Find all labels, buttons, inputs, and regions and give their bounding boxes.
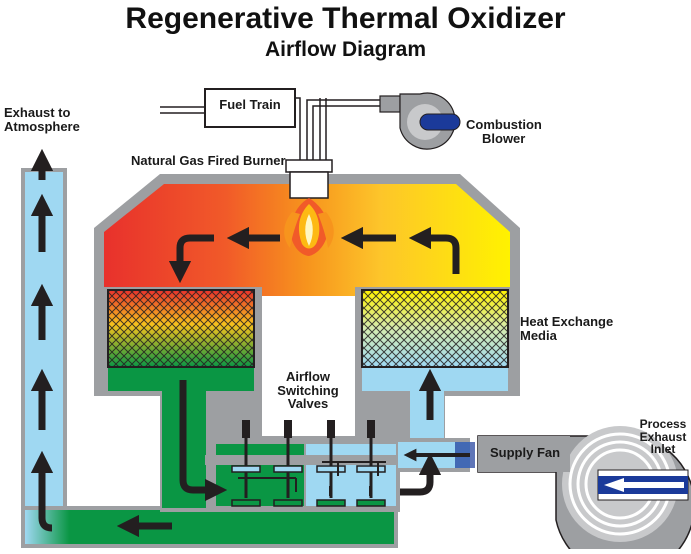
burner-flame-icon [284, 198, 334, 256]
inlet-label-line3: Inlet [650, 442, 676, 457]
inlet-label-line1: Process [639, 417, 687, 431]
valves-label-line3: Valves [287, 396, 329, 412]
burner-housing [285, 159, 333, 199]
valves-label: Airflow Switching Valves [266, 370, 350, 411]
bottom-duct [21, 506, 398, 548]
diagram-subtitle: Airflow Diagram [264, 38, 427, 61]
heat-exchange-media-left [107, 289, 255, 368]
exhaust-label: Exhaust to Atmosphere [4, 106, 80, 133]
valves-label-line2: Switching [277, 382, 339, 398]
fuel-piping [160, 97, 400, 160]
fuel-train-box [204, 88, 296, 128]
combustion-blower-icon [379, 92, 461, 150]
media-label-line2: Media [520, 327, 557, 343]
valves-label-line1: Airflow [285, 369, 331, 384]
flow-arrows [30, 148, 470, 538]
fuel-train-label: Fuel Train [219, 97, 281, 112]
inlet-label-line2: Exhaust [639, 429, 687, 444]
process-inlet-label: Process Exhaust Inlet [636, 418, 690, 456]
heat-exchange-media-right [361, 289, 509, 368]
media-label-line1: Heat Exchange [520, 314, 614, 329]
oxidizer-housing [94, 174, 520, 512]
exhaust-label-line1: Exhaust to [4, 105, 71, 120]
burner-label: Natural Gas Fired Burner [131, 153, 286, 168]
supply-fan-label: Supply Fan [490, 445, 561, 460]
combustion-label-line2: Blower [482, 130, 526, 146]
exhaust-label-line2: Atmosphere [4, 118, 80, 134]
combustion-label-line1: Combustion [466, 117, 542, 132]
diagram-title: Regenerative Thermal Oxidizer [125, 2, 566, 35]
combustion-blower-label: Combustion Blower [466, 118, 542, 145]
valve-flow-arrows [238, 461, 386, 496]
heat-exchange-media-label: Heat Exchange Media [520, 315, 613, 342]
valve-box [205, 420, 415, 512]
